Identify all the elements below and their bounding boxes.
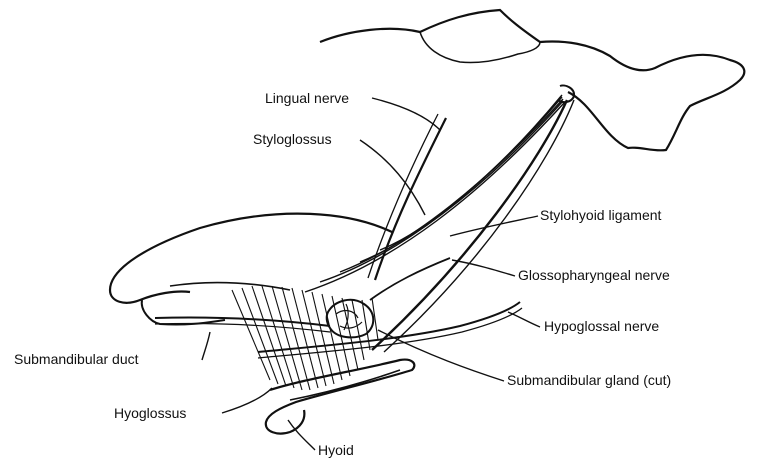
lingual-nerve [375,118,446,280]
label-lingual-nerve: Lingual nerve [265,90,349,106]
stylohyoid-ligament [372,100,567,350]
skull-inner-contour [420,32,540,63]
leader-lines [202,98,540,450]
label-submandibular-duct: Submandibular duct [14,351,139,367]
hyoid-lower [290,370,400,400]
stylohyoid-ligament-edge [384,100,574,352]
glossopharyngeal-nerve [370,258,450,300]
label-styloglossus: Styloglossus [253,131,332,147]
tongue-tip [142,300,225,325]
label-hypoglossal-nerve: Hypoglossal nerve [544,318,659,334]
label-hyoglossus: Hyoglossus [114,405,186,421]
tongue-outline [110,214,392,303]
label-submandibular-gland: Submandibular gland (cut) [507,372,671,388]
gland-texture [336,304,362,330]
label-glossopharyngeal-nerve: Glossopharyngeal nerve [518,267,670,283]
label-hyoid: Hyoid [318,442,354,458]
label-stylohyoid-ligament: Stylohyoid ligament [540,207,662,223]
